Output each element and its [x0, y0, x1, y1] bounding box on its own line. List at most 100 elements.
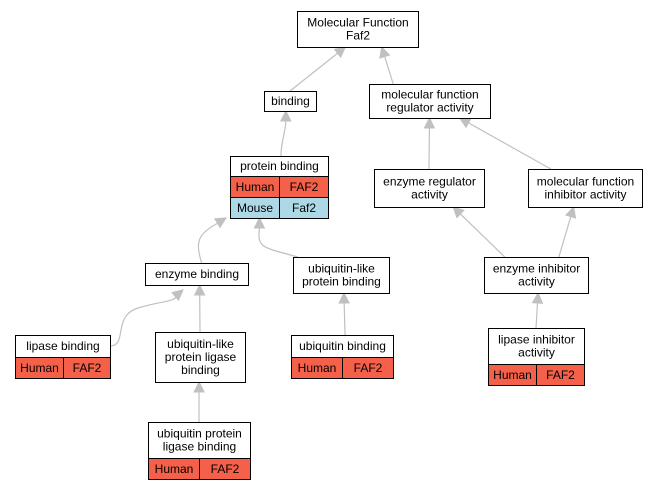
node-label: lipase binding — [26, 339, 99, 353]
gene-cell — [536, 364, 585, 386]
edge-enzyme-inhibitor-to-enzyme-regulator — [452, 206, 506, 258]
node-label: ubiquitin binding — [299, 339, 386, 353]
arrowhead-icon — [565, 205, 577, 219]
annotation-row-human: Human FAF2 — [230, 176, 329, 198]
arrowhead-icon — [338, 291, 350, 304]
arrowhead-icon — [280, 109, 292, 122]
node-enzyme-binding[interactable]: enzyme binding — [145, 263, 249, 286]
node-label: lipase inhibitor — [498, 333, 575, 347]
gene-cell — [342, 357, 394, 379]
edges-layer — [109, 45, 577, 423]
edge-line — [289, 52, 339, 92]
edge-mfia-to-mfra — [458, 117, 552, 170]
node-label: regulator activity — [386, 101, 473, 115]
arrowhead-icon — [379, 45, 391, 59]
species-label: Mouse — [237, 201, 273, 215]
edge-line — [558, 215, 572, 258]
species-label: Human — [493, 368, 532, 382]
arrowhead-icon — [193, 380, 205, 393]
node-label: ligase binding — [163, 440, 236, 454]
arrowhead-icon — [253, 216, 266, 229]
node-label: enzyme binding — [155, 267, 239, 281]
edge-line — [109, 294, 179, 347]
edge-enzyme-regulator-to-mfra — [423, 116, 436, 170]
arrowhead-icon — [214, 217, 227, 229]
node-label: ubiquitin-like — [308, 262, 375, 276]
edge-ubiquitin-binding-to-ubl-binding — [338, 291, 350, 336]
node-box — [145, 263, 249, 286]
node-label: inhibitor activity — [544, 188, 626, 202]
node-box — [484, 257, 589, 294]
node-label: ubiquitin-like — [167, 337, 234, 351]
edge-binding-to-root — [289, 46, 347, 92]
node-label: enzyme inhibitor — [493, 262, 580, 276]
edge-line — [197, 221, 221, 264]
annotation-row-mouse: Mouse Faf2 — [230, 197, 329, 219]
edge-line — [343, 301, 346, 336]
node-label: molecular function — [381, 88, 478, 102]
node-box — [369, 84, 491, 119]
node-label: binding — [271, 94, 310, 108]
edge-ubl-ligase-binding-to-enzyme-binding — [193, 283, 206, 333]
gene-label: Faf2 — [292, 201, 316, 215]
node-label: protein binding — [302, 275, 381, 289]
arrowhead-icon — [531, 291, 544, 304]
edge-line — [467, 121, 552, 170]
node-label: activity — [411, 188, 448, 202]
gene-cell — [199, 458, 251, 480]
node-box — [155, 332, 246, 383]
node-box — [374, 169, 485, 208]
gene-label: FAF2 — [290, 180, 319, 194]
gene-label: FAF2 — [354, 361, 383, 375]
species-label: Human — [20, 361, 59, 375]
gene-cell — [63, 357, 111, 379]
node-label: Molecular Function — [307, 16, 408, 30]
edge-mfra-to-root — [379, 45, 394, 85]
node-label: enzyme regulator — [383, 175, 476, 189]
annotation-row-human: Human FAF2 — [488, 364, 585, 386]
species-label: Human — [236, 180, 275, 194]
arrowhead-icon — [458, 117, 472, 129]
edge-ub-ligase-binding-to-ubl-ligase-binding — [193, 380, 205, 423]
arrowhead-icon — [452, 206, 465, 219]
edge-line — [459, 212, 506, 258]
node-label: protein binding — [240, 159, 319, 173]
gene-label: FAF2 — [546, 368, 575, 382]
edge-line — [280, 120, 287, 157]
node-box — [293, 257, 390, 294]
node-binding[interactable]: binding — [264, 91, 317, 112]
edge-enzyme-binding-to-protein-binding — [197, 217, 227, 264]
edge-ubl-binding-to-protein-binding — [253, 216, 298, 258]
edge-lipase-binding-to-enzyme-binding — [109, 289, 184, 347]
node-label: protein ligase — [165, 350, 237, 364]
node-box — [264, 91, 317, 112]
arrowhead-icon — [193, 283, 206, 296]
node-label: molecular function — [537, 175, 634, 189]
node-label: ubiquitin protein — [157, 427, 242, 441]
node-label: activity — [518, 275, 555, 289]
arrowhead-icon — [423, 116, 436, 129]
node-label: Faf2 — [346, 29, 370, 43]
node-label: binding — [181, 363, 220, 377]
edge-lipase-inhibitor-to-enzyme-inhibitor — [531, 291, 544, 329]
edge-protein-binding-to-binding — [280, 109, 292, 157]
edge-enzyme-inhibitor-to-mfia — [558, 205, 577, 258]
species-label: Human — [155, 462, 194, 476]
